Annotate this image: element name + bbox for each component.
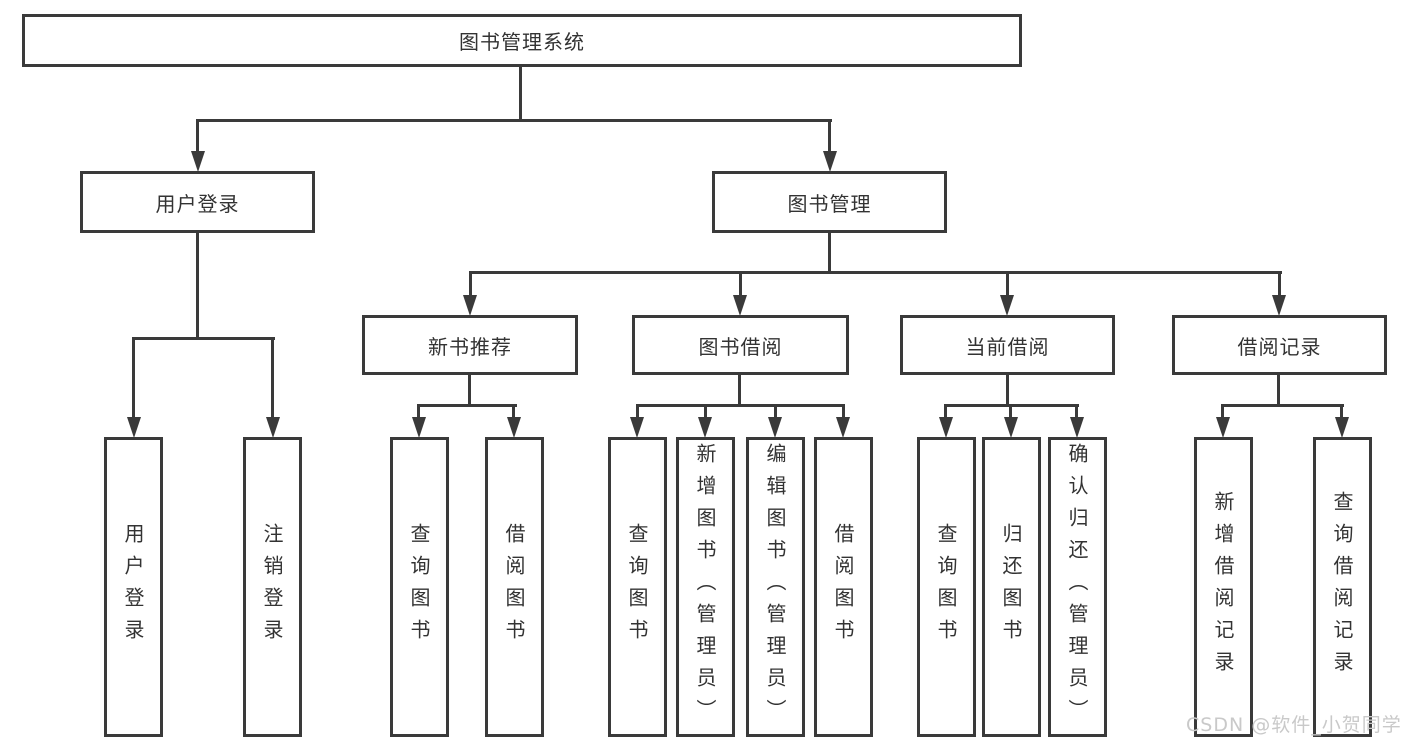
node-new-book-recommend: 新书推荐 <box>362 315 578 375</box>
connector-line <box>196 119 199 152</box>
arrowhead-icon <box>127 417 141 438</box>
connector-line <box>469 271 472 297</box>
connector-line <box>738 375 741 407</box>
node-current-borrow: 当前借阅 <box>900 315 1115 375</box>
connector-line <box>1075 404 1078 419</box>
connector-line <box>512 404 515 419</box>
node-borrow-records: 借阅记录 <box>1172 315 1387 375</box>
connector-line <box>132 337 275 340</box>
arrowhead-icon <box>1000 295 1014 316</box>
leaf-record-add: 新增借阅记录 <box>1194 437 1253 737</box>
arrowhead-icon <box>463 295 477 316</box>
arrowhead-icon <box>836 417 850 438</box>
connector-line <box>417 404 517 407</box>
connector-line <box>739 271 742 297</box>
arrowhead-icon <box>939 417 953 438</box>
arrowhead-icon <box>1070 417 1084 438</box>
leaf-borrow-edit-admin: 编辑图书（管理员） <box>746 437 805 737</box>
connector-line <box>1006 375 1009 407</box>
connector-line <box>196 119 832 122</box>
connector-line <box>519 66 522 122</box>
arrowhead-icon <box>191 151 205 172</box>
connector-line <box>271 337 274 418</box>
leaf-current-confirm-admin: 确认归还（管理员） <box>1048 437 1107 737</box>
node-root: 图书管理系统 <box>22 14 1022 67</box>
leaf-current-return: 归还图书 <box>982 437 1041 737</box>
arrowhead-icon <box>1335 417 1349 438</box>
arrowhead-icon <box>1272 295 1286 316</box>
arrowhead-icon <box>266 417 280 438</box>
arrowhead-icon <box>733 295 747 316</box>
leaf-borrow-add-admin: 新增图书（管理员） <box>676 437 735 737</box>
leaf-user-login: 用户登录 <box>104 437 163 737</box>
node-book-management: 图书管理 <box>712 171 947 233</box>
connector-line <box>1221 404 1224 419</box>
connector-line <box>704 404 707 419</box>
connector-line <box>468 375 471 407</box>
watermark: CSDN @软件_小贺同学 <box>1186 714 1402 736</box>
leaf-newbook-query: 查询图书 <box>390 437 449 737</box>
leaf-borrow-query: 查询图书 <box>608 437 667 737</box>
connector-line <box>196 233 199 340</box>
connector-line <box>1221 404 1344 407</box>
arrowhead-icon <box>698 417 712 438</box>
node-book-borrow: 图书借阅 <box>632 315 849 375</box>
arrowhead-icon <box>768 417 782 438</box>
leaf-logout: 注销登录 <box>243 437 302 737</box>
connector-line <box>132 337 135 418</box>
connector-line <box>636 404 639 419</box>
leaf-borrow-borrow: 借阅图书 <box>814 437 873 737</box>
leaf-newbook-borrow: 借阅图书 <box>485 437 544 737</box>
connector-line <box>1009 404 1012 419</box>
leaf-record-query: 查询借阅记录 <box>1313 437 1372 737</box>
connector-line <box>842 404 845 419</box>
arrowhead-icon <box>630 417 644 438</box>
connector-line <box>1277 375 1280 407</box>
connector-line <box>944 404 947 419</box>
connector-line <box>828 233 831 274</box>
arrowhead-icon <box>823 151 837 172</box>
connector-line <box>469 271 1282 274</box>
arrowhead-icon <box>412 417 426 438</box>
arrowhead-icon <box>1216 417 1230 438</box>
connector-line <box>774 404 777 419</box>
connector-line <box>1006 271 1009 297</box>
node-user-login: 用户登录 <box>80 171 315 233</box>
connector-line <box>828 119 831 152</box>
connector-line <box>1340 404 1343 419</box>
arrowhead-icon <box>507 417 521 438</box>
connector-line <box>417 404 420 419</box>
connector-line <box>1278 271 1281 297</box>
leaf-current-query: 查询图书 <box>917 437 976 737</box>
arrowhead-icon <box>1004 417 1018 438</box>
connector-line <box>636 404 845 407</box>
